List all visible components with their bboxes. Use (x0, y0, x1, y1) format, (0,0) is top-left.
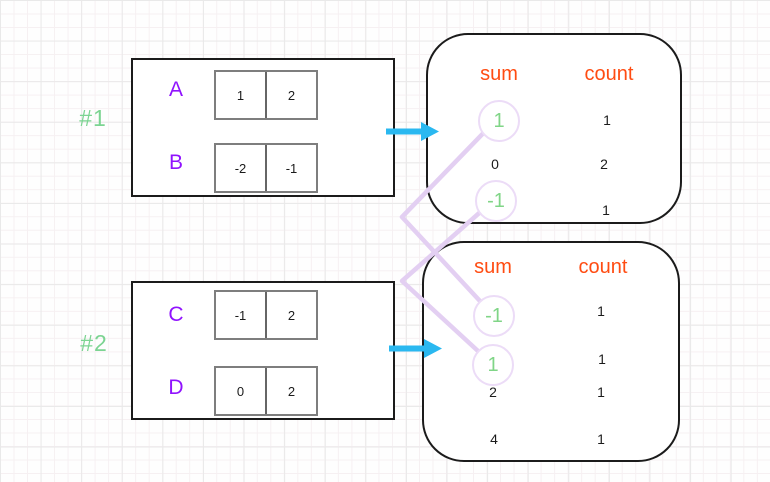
array-d-name: D (168, 376, 184, 399)
result1-sum-1: 0 (491, 156, 499, 172)
array-b-cells: -2 -1 (214, 143, 318, 193)
result1-count-1: 2 (600, 156, 608, 172)
result1-count-2: 1 (602, 202, 610, 218)
group1-box: A 1 2 B -2 -1 (131, 58, 395, 197)
result2-count-1: 1 (598, 351, 606, 367)
array-b-cell-0: -2 (216, 145, 265, 191)
array-b-cell-1: -1 (265, 145, 316, 191)
result2-count-header: count (578, 256, 628, 278)
result1-sum-circled-neg1: -1 (475, 180, 517, 222)
array-a-name: A (168, 78, 183, 101)
arrow-right-icon (386, 122, 439, 141)
array-a-cell-0: 1 (216, 72, 265, 118)
array-c-cell-0: -1 (216, 292, 265, 338)
group2-label: #2 (80, 330, 108, 356)
result2-sum-circled-neg1: -1 (473, 295, 515, 337)
array-a-cells: 1 2 (214, 70, 318, 120)
group1-label: #1 (79, 105, 107, 131)
array-d-cell-0: 0 (216, 368, 265, 414)
group2-box: C -1 2 D 0 2 (131, 281, 395, 420)
array-d-cell-1: 2 (265, 368, 316, 414)
result2-sum-header: sum (474, 256, 512, 278)
array-b-name: B (168, 151, 183, 174)
result2-count-2: 1 (597, 384, 605, 400)
result2-sum-2: 2 (489, 384, 497, 400)
result2-sum-circled-1: 1 (472, 344, 514, 386)
array-c-cells: -1 2 (214, 290, 318, 340)
result1-count-0: 1 (603, 112, 611, 128)
array-d-cells: 0 2 (214, 366, 318, 416)
result2-box: sum count -1 1 1 1 2 1 4 1 (422, 241, 680, 462)
result1-sum-header: sum (480, 63, 518, 85)
arrow-right-icon (389, 339, 442, 358)
array-a-cell-1: 2 (265, 72, 316, 118)
array-c-name: C (168, 303, 184, 326)
result1-box: sum count 1 1 0 2 -1 1 (426, 33, 682, 224)
array-c-cell-1: 2 (265, 292, 316, 338)
result2-count-3: 1 (597, 431, 605, 447)
result2-count-0: 1 (597, 303, 605, 319)
result1-sum-circled-1: 1 (478, 100, 520, 142)
result2-sum-3: 4 (490, 431, 498, 447)
result1-count-header: count (584, 63, 634, 85)
